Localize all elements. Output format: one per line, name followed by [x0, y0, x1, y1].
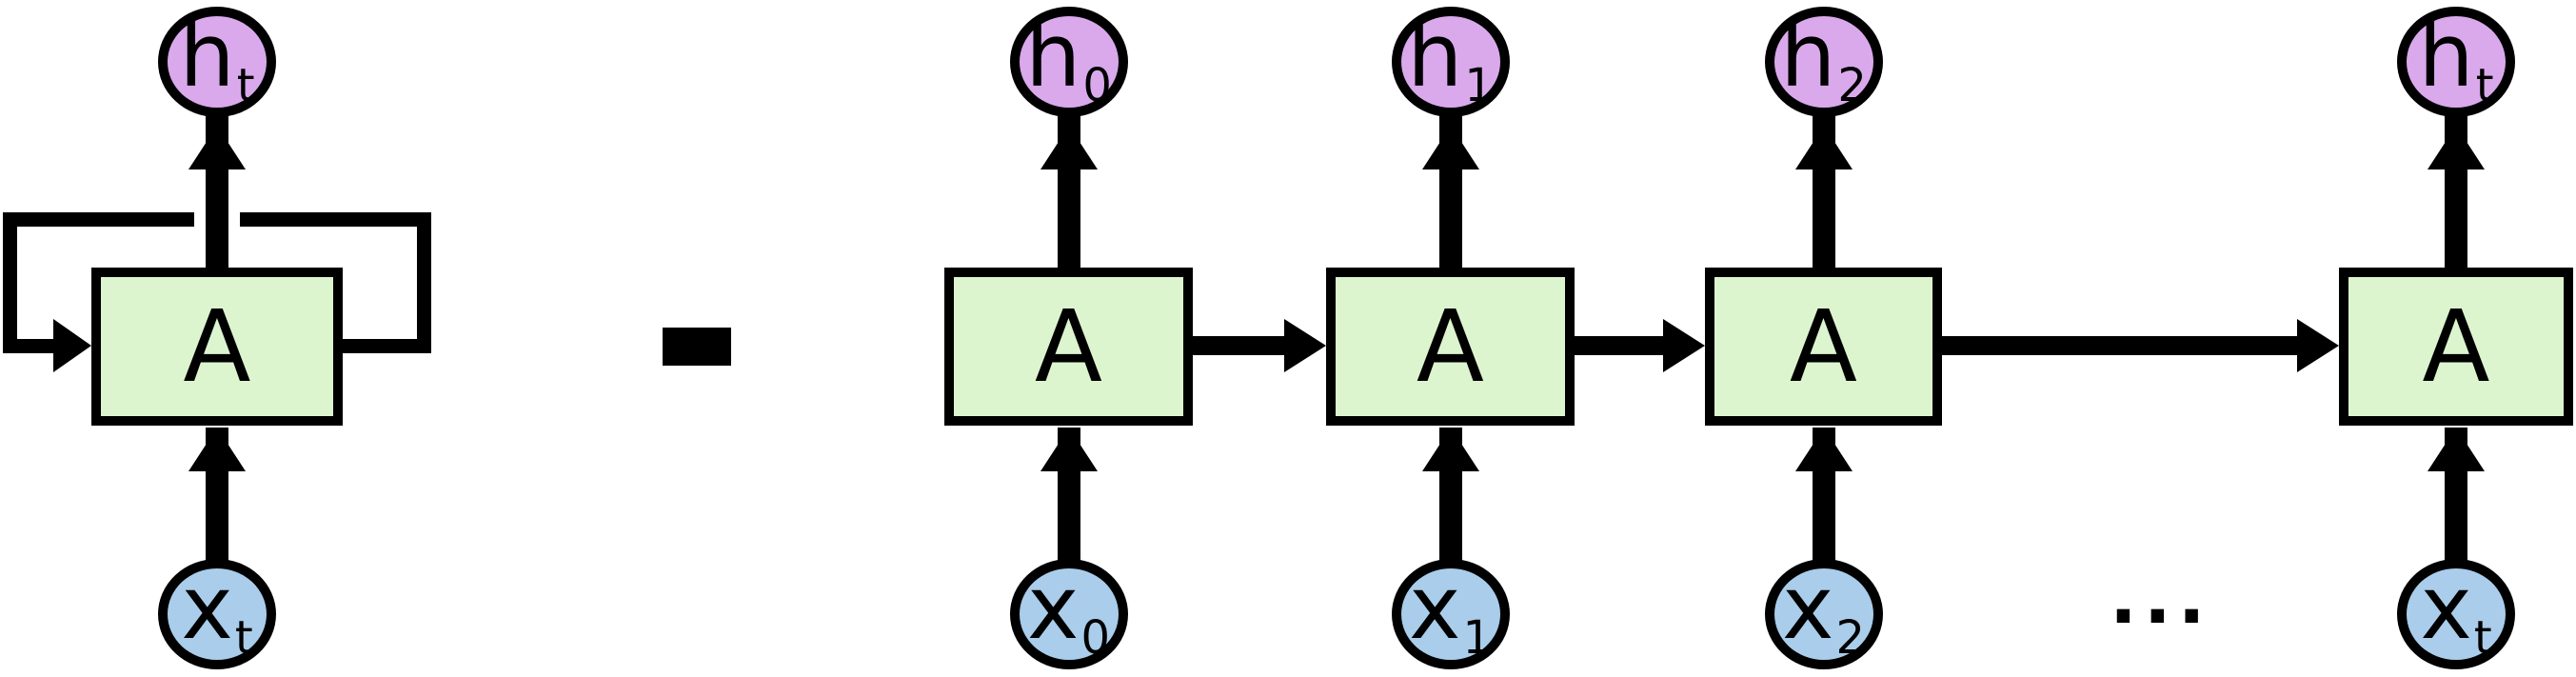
cell-label: A — [1416, 289, 1485, 405]
output-arrowhead-icon — [1421, 126, 1479, 169]
output-arrowhead-icon — [188, 126, 246, 169]
recurrence-arrowhead-icon — [1663, 319, 1705, 372]
equals-bar-icon — [663, 328, 731, 366]
loop-top-right-segment — [240, 212, 431, 227]
loop-right-vertical — [417, 212, 431, 353]
recurrence-arrow-line — [1191, 336, 1287, 355]
cell-label: A — [1789, 289, 1858, 405]
input-arrow-line — [2445, 428, 2467, 565]
ellipsis: ... — [2110, 555, 2212, 640]
recurrence-arrow-line-long — [1940, 336, 2300, 355]
input-arrow-line — [1812, 428, 1835, 565]
output-arrowhead-icon — [1040, 126, 1098, 169]
output-arrowhead-icon — [1794, 126, 1853, 169]
rnn-cell-A: A — [944, 268, 1193, 426]
loop-arrowhead-icon — [53, 319, 91, 372]
rnn-cell-A: A — [1705, 268, 1942, 426]
rnn-cell-A: A — [91, 268, 343, 426]
recurrence-arrow-line — [1573, 336, 1666, 355]
cell-label: A — [2422, 289, 2490, 405]
rnn-cell-A: A — [2339, 268, 2573, 426]
cell-label: A — [183, 289, 251, 405]
loop-right-bottom-segment — [341, 339, 431, 353]
cell-label: A — [1034, 289, 1103, 405]
input-arrow-line — [1057, 428, 1080, 565]
loop-left-vertical — [3, 212, 17, 353]
loop-left-bottom-segment — [3, 339, 57, 353]
output-arrowhead-icon — [2427, 126, 2485, 169]
input-arrow-line — [206, 428, 228, 565]
loop-top-left-segment — [3, 212, 194, 227]
recurrence-arrowhead-icon — [1284, 319, 1326, 372]
input-arrow-line — [1438, 428, 1462, 565]
recurrence-arrowhead-icon — [2297, 319, 2339, 372]
rnn-cell-A: A — [1326, 268, 1575, 426]
